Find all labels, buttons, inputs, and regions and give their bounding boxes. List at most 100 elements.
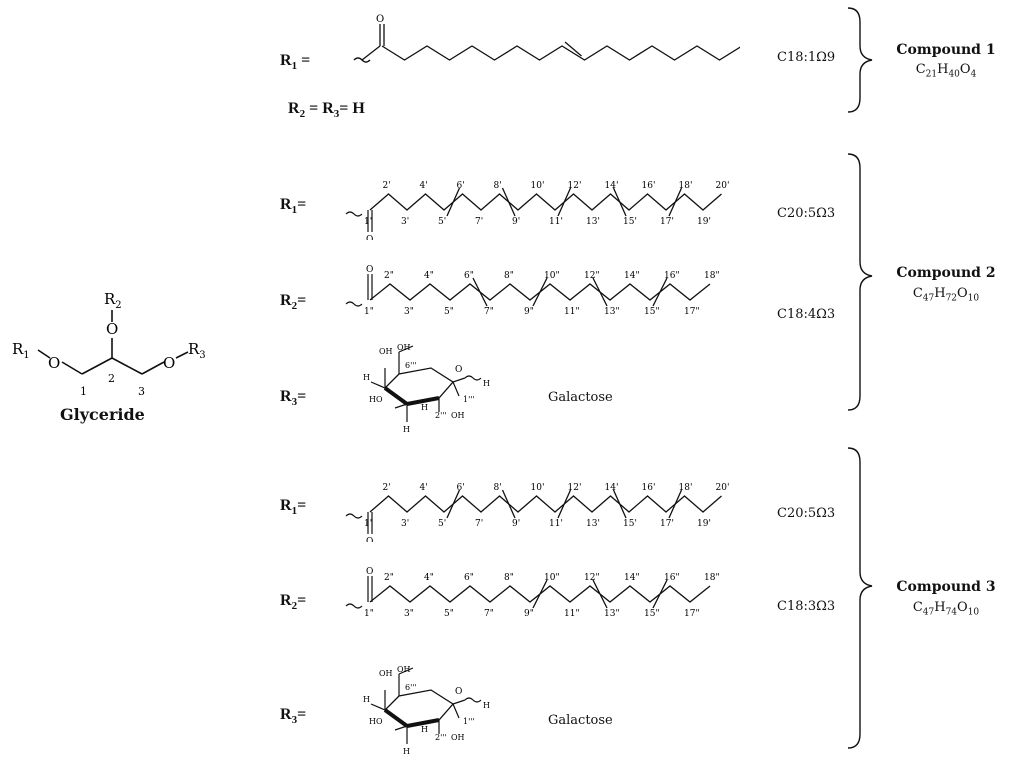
- glyceride-structure: R1 O O R2 O R3 1 2 3: [12, 290, 206, 398]
- carbon-number: 1": [364, 307, 374, 317]
- carbon-number: 6': [457, 181, 465, 191]
- carbon-number: 16": [664, 573, 680, 583]
- double-bond: [501, 489, 516, 519]
- carbon-number: 2": [384, 271, 394, 281]
- galactose-ring: [384, 367, 454, 405]
- carbon-number: 6': [457, 483, 465, 493]
- carbon-number: 4": [424, 573, 434, 583]
- sugar-h: H: [421, 403, 428, 412]
- carbonyl-o: O: [366, 235, 373, 240]
- carbon-number: 18': [679, 483, 693, 493]
- carbon-number: 19': [697, 519, 711, 529]
- attachment-wavy-bond: [345, 603, 363, 609]
- carbon-number: 17': [660, 217, 674, 227]
- carbon-number: 16': [642, 181, 656, 191]
- double-bond: [446, 489, 461, 519]
- substituent-bond: [394, 725, 408, 731]
- substituent-bond: [370, 703, 386, 711]
- carbonyl-o: O: [366, 567, 373, 577]
- carbon-number: 14": [624, 573, 640, 583]
- c1-r1-label: R1 =: [280, 52, 311, 73]
- anomeric-wavy-bond: [464, 697, 482, 703]
- substituent-bond: [452, 703, 460, 719]
- compound-1-formula: C21H40O4: [915, 62, 977, 80]
- carbon-number: 17': [660, 519, 674, 529]
- carbon-number: 7": [484, 609, 494, 619]
- c1-r1-code: C18:1Ω9: [777, 50, 836, 65]
- sugar-c1-label: 1''': [463, 395, 475, 404]
- sugar-oh-top: OH: [379, 669, 393, 678]
- glyceride-r2: R2: [104, 290, 122, 311]
- carbon-number: 11": [564, 307, 580, 317]
- substituent-bond: [370, 381, 386, 389]
- compound-1-name: Compound 1: [896, 42, 996, 58]
- carbonyl-o: O: [366, 537, 373, 542]
- compound-2-name: Compound 2: [896, 265, 996, 281]
- glyceride-o1: O: [48, 354, 60, 372]
- carbon-number: 9': [512, 217, 520, 227]
- c3-r1-label: R1=: [280, 497, 307, 518]
- c3-r1-code: C20:5Ω3: [777, 506, 836, 521]
- double-bond: [557, 489, 572, 519]
- carbon-number: 16': [642, 483, 656, 493]
- compound-3-formula: C47H74O10: [912, 600, 980, 618]
- glyceride-o2: O: [106, 320, 118, 338]
- sugar-ring-o: O: [455, 365, 462, 375]
- carbon-number: 18": [704, 271, 720, 281]
- glyceride-r1: R1: [12, 340, 30, 361]
- carbon-number: 9": [524, 609, 534, 619]
- sugar-h-bottom: H: [403, 425, 410, 434]
- double-bond: [668, 489, 683, 519]
- carbon-number: 13': [586, 217, 600, 227]
- carbon-number: 10': [531, 181, 545, 191]
- carbon-number: 3': [401, 519, 409, 529]
- c2-r2-label: R2=: [280, 292, 307, 313]
- carbon-number: 8": [504, 573, 514, 583]
- substituent-bond: [398, 667, 414, 675]
- c3-r2-code: C18:3Ω3: [777, 599, 836, 614]
- carbon-number: 10": [544, 271, 560, 281]
- carbon-number: 8': [494, 181, 502, 191]
- substituent-bond: [398, 345, 414, 353]
- sugar-c2-label: 2''': [435, 411, 447, 420]
- brace-compound-2: [847, 153, 873, 411]
- carbon-number: 18": [704, 573, 720, 583]
- carbon-number: 14': [605, 181, 619, 191]
- carbon-number: 3': [401, 217, 409, 227]
- carbon-number: 6": [464, 573, 474, 583]
- carbon-number: 20': [716, 181, 730, 191]
- substituent-bond: [452, 377, 466, 383]
- bold-bond: [383, 386, 409, 406]
- substituent-bond: [452, 381, 460, 397]
- double-bond: [652, 277, 668, 307]
- sugar-h: H: [363, 373, 370, 382]
- c3-r3-label: R3=: [280, 706, 307, 727]
- double-bond: [612, 187, 627, 217]
- bold-bond: [383, 708, 409, 728]
- carbon-number: 15": [644, 307, 660, 317]
- substituent-bond: [394, 403, 408, 409]
- carbon-number: 7": [484, 307, 494, 317]
- attachment-wavy-bond: [345, 211, 363, 217]
- carbon-number: 1': [364, 217, 372, 227]
- glyceride-c1: 1: [80, 385, 87, 398]
- carbon-number: 5': [438, 217, 446, 227]
- c3-epa-chain: O1'2'3'4'5'6'7'8'9'10'11'12'13'14'15'16'…: [345, 483, 729, 542]
- sugar-ho: HO: [369, 395, 383, 404]
- sugar-ho: HO: [369, 717, 383, 726]
- sugar-oh-c6: OH: [397, 343, 411, 352]
- attachment-wavy-bond: [345, 301, 363, 307]
- c3-sugar-name: Galactose: [548, 713, 613, 728]
- carbon-number: 5": [444, 307, 454, 317]
- carbon-number: 9": [524, 307, 534, 317]
- carbonyl-o: O: [366, 265, 373, 275]
- double-bond: [592, 277, 608, 307]
- carbon-number: 7': [475, 519, 483, 529]
- carbon-number: 13": [604, 307, 620, 317]
- c2-sugar-name: Galactose: [548, 390, 613, 405]
- c2-r2-code: C18:4Ω3: [777, 307, 836, 322]
- c3-r2-label: R2=: [280, 592, 307, 613]
- carbon-number: 4': [420, 181, 428, 191]
